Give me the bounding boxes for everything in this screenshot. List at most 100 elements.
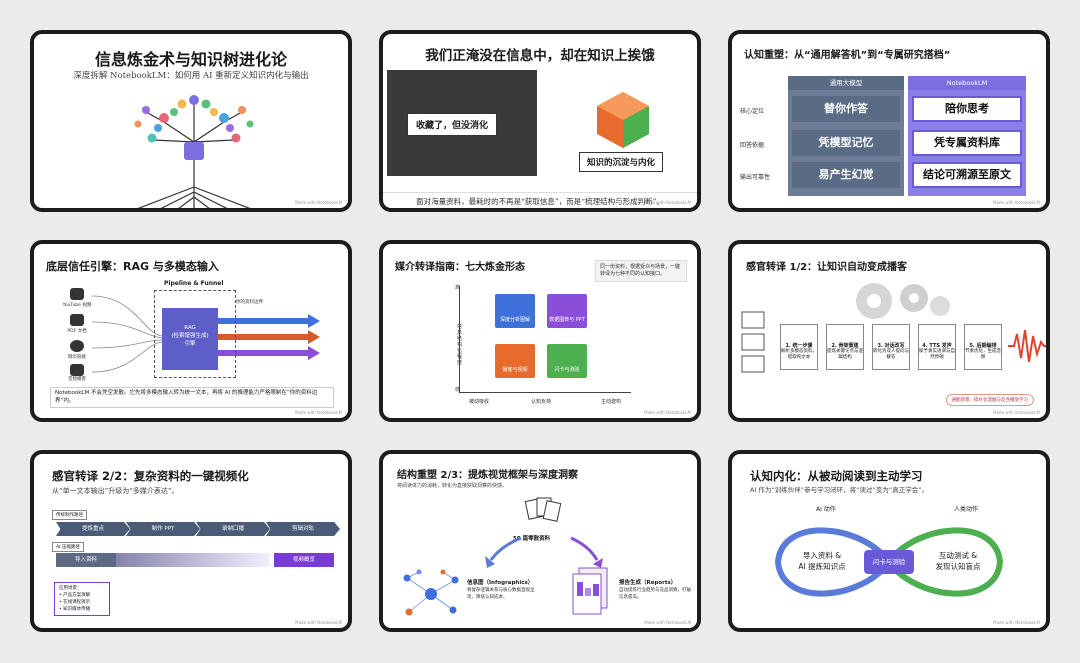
step-desc: 赋予真实语调与自然停顿: [919, 349, 955, 360]
y-high-label: 高: [455, 285, 461, 291]
quadrant-charts[interactable]: 数据图表与 PPT: [547, 294, 587, 328]
human-action-label: 人类动作: [954, 506, 979, 513]
pipeline-step: 2. 骨架重建提炼关键论点与逻辑结构: [826, 324, 864, 370]
slide-card-2[interactable]: 我们正淹没在信息中，却在知识上挨饿 收藏了，但没消化 知识的沉淀与内化 面对海量…: [379, 30, 701, 212]
quadrant-media[interactable]: 播客与视频: [495, 344, 535, 378]
application-text: 知识媒体传播: [63, 607, 91, 612]
traditional-step: 制作 PPT: [126, 522, 200, 536]
pdf-icon: [70, 314, 84, 326]
footer-watermark: Made with NotebookLM: [993, 410, 1040, 415]
network-graph-icon: [403, 569, 459, 616]
step-title: 5. 后期编排: [969, 343, 997, 349]
slide-title: 感官转译 1/2：让知识自动变成播客: [746, 262, 908, 273]
application-box: 应用场景： • 产品方案演解 • 在线课程演示 • 知识媒体传播: [54, 582, 110, 616]
step-desc: 转化为双人提问与解答: [873, 349, 909, 360]
application-text: 在线课程演示: [63, 600, 91, 605]
quadrant-analysis[interactable]: 深度分析图解: [495, 294, 535, 328]
slide-title: 认知内化：从被动阅读到主动学习: [750, 469, 923, 483]
tip-box: 同一份资料，根据受众与场景，一键转译为七种不同的认知接口。: [595, 260, 687, 282]
reports-title: 报告生成（Reports）: [619, 580, 677, 586]
slide-title: 认知重塑：从“通用解答机”到“专属研究搭档”: [744, 50, 951, 61]
lane-traditional-label: 传统制作路径: [52, 510, 87, 520]
step-title: 1. 统一步骤: [785, 343, 813, 349]
slide-card-6[interactable]: 感官转译 1/2：让知识自动变成播客 1. 统一步骤解析多模态资料，提取纯文本 …: [728, 240, 1050, 422]
rag-line-2: (检索增强生成): [171, 333, 209, 339]
reports-desc: 自动提炼行业趋势与竞品洞察，打破信息孤岛。: [619, 588, 691, 600]
footer-watermark: Made with NotebookLM: [993, 200, 1040, 205]
slide-card-7[interactable]: 感官转译 2/2：复杂资料的一键视频化 从“单一文本输出”升级为“多媒介表达”。…: [30, 450, 352, 632]
left-loop-label: 导入资料 & AI 提炼知识点: [798, 551, 846, 571]
x-label-active: 主动建构: [601, 399, 622, 405]
slide-subtitle: 将阅读体力的消耗，转化为直接获取洞察的快感。: [397, 483, 508, 489]
pipeline-step: 5. 后期编排节奏优化，生成音频: [964, 324, 1002, 370]
globe-icon: [70, 340, 84, 352]
x-axis: [459, 392, 631, 393]
step-title: 2. 骨架重建: [831, 343, 859, 349]
right-callout: 知识的沉淀与内化: [579, 152, 664, 172]
slide-card-8[interactable]: 结构重塑 2/3：提炼视觉框架与深度洞察 将阅读体力的消耗，转化为直接获取洞察的…: [379, 450, 701, 632]
rag-line-3: 引擎: [184, 341, 196, 347]
slide-subtitle: AI 作为“训练伙伴”参与学习闭环，将“读过”变为“真正学会”。: [750, 486, 929, 494]
slide-title: 结构重塑 2/3：提炼视觉框架与深度洞察: [397, 470, 579, 481]
step-desc: 提炼关键论点与逻辑结构: [827, 349, 863, 360]
step-title: 3. 对话改写: [877, 343, 905, 349]
slide-subtitle: 从“单一文本输出”升级为“多媒介表达”。: [52, 487, 179, 495]
cell-notebooklm: 结论可溯源至原文: [912, 162, 1022, 188]
infographics-desc: 将复杂逻辑关系与核心数据直观呈现，降低认知成本。: [467, 588, 535, 600]
row-label: 核心定位: [740, 108, 765, 115]
step-desc: 节奏优化，生成音频: [965, 349, 1001, 360]
slide-card-5[interactable]: 媒介转译指南：七大炼金形态 同一份资料，根据受众与场景，一键转译为七种不同的认知…: [379, 240, 701, 422]
sound-wave-icon: [1008, 329, 1046, 363]
funnel-lines: [91, 295, 320, 373]
step-title: 4. TTS 发声: [922, 343, 952, 349]
application-text: 产品方案演解: [63, 593, 91, 598]
slide-note: NotebookLM 不会凭空发散。它先将多模态输入转为统一文本，再将 AI 的…: [50, 387, 334, 408]
traditional-step: 录制口播: [196, 522, 270, 536]
slide-caption: 面对海量资料，最耗时的不再是“获取信息”，而是“梳理结构与形成判断”。: [383, 192, 697, 207]
application-item: • 产品方案演解: [59, 593, 91, 598]
source-label: 网页链接: [68, 355, 86, 360]
documents-label: 50 篇零散资料: [513, 536, 551, 542]
traditional-step: 剪辑对轨: [266, 522, 340, 536]
application-item: • 在线课程演示: [59, 600, 91, 605]
rag-line-1: RAG: [184, 325, 196, 331]
y-axis-label: 信息结构化程度: [457, 324, 463, 366]
podcast-icon: [70, 364, 84, 376]
split-arrows: [485, 536, 603, 568]
resource-boundary: [154, 290, 236, 378]
slide-title: 底层信任引擎：RAG 与多模态输入: [46, 260, 219, 273]
pipeline-step: 3. 对话改写转化为双人提问与解答: [872, 324, 910, 370]
x-label-load: 认知负荷: [531, 399, 552, 405]
right-loop-text: 互动测试 & 发现认知盲点: [918, 550, 998, 572]
crystal-icon: [597, 92, 649, 148]
slide-card-9[interactable]: 认知内化：从被动阅读到主动学习 AI 作为“训练伙伴”参与学习闭环，将“读过”变…: [728, 450, 1050, 632]
input-step: 导入资料: [56, 553, 116, 567]
y-low-label: 低: [455, 387, 461, 393]
quadrant-flashcards[interactable]: 闪卡与测验: [547, 344, 587, 378]
application-item: • 知识媒体传播: [59, 607, 91, 612]
cell-llm: 凭模型记忆: [792, 130, 900, 156]
rag-engine: RAG (检索增强生成) 引擎: [162, 308, 218, 370]
column-header-notebooklm: NotebookLM: [908, 76, 1026, 90]
infographics-title: 信息图（Infographics）: [467, 580, 534, 586]
slide-card-4[interactable]: 底层信任引擎：RAG 与多模态输入 Pipeline & Funnel 你的资料…: [30, 240, 352, 422]
footer-watermark: Made with NotebookLM: [295, 410, 342, 415]
source-label: YouTube 视频: [62, 303, 92, 308]
gears-icon: [856, 283, 950, 319]
center-badge: 闪卡与测验: [864, 550, 914, 574]
slide-card-3[interactable]: 认知重塑：从“通用解答机”到“专属研究搭档” 通用大模型 NotebookLM …: [728, 30, 1050, 212]
row-label: 回答依据: [740, 142, 765, 149]
knowledge-tree-illustration: [134, 95, 254, 208]
cell-notebooklm: 凭专属资料库: [912, 130, 1022, 156]
source-label: PDF 文档: [67, 329, 87, 334]
cell-notebooklm: 陪你思考: [912, 96, 1022, 122]
lane-ai-label: AI 压缩路径: [52, 542, 84, 552]
step-desc: 解析多模态资料，提取纯文本: [781, 349, 817, 360]
slide-subtitle: 深度拆解 NotebookLM：如何用 AI 重新定义知识内化与输出: [73, 71, 309, 81]
cell-llm: 易产生幻觉: [792, 162, 900, 188]
slide-card-1[interactable]: 信息炼金术与知识树进化论 深度拆解 NotebookLM：如何用 AI 重新定义…: [30, 30, 352, 212]
report-document-icon: [572, 567, 608, 615]
source-label: 音频播客: [68, 377, 86, 382]
right-loop-label: 互动测试 & 发现认知盲点: [935, 551, 981, 571]
footer-watermark: Made with NotebookLM: [644, 620, 691, 625]
